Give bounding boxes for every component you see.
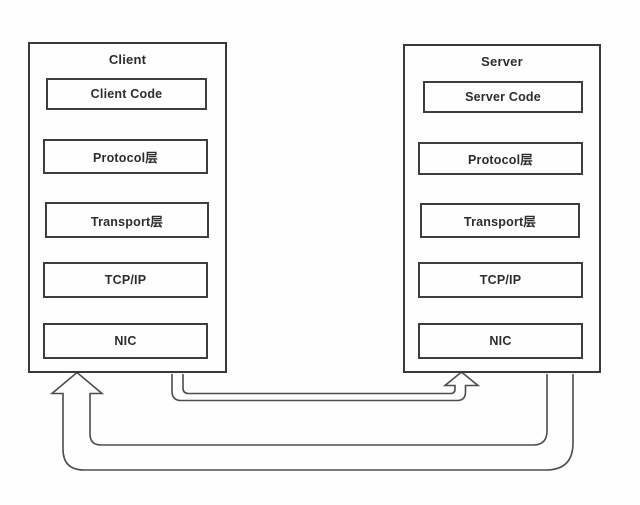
client-layer-protocol: Protocol层 [43,139,208,174]
server-layer-tcpip: TCP/IP [418,262,583,298]
server-layer-transport: Transport层 [420,203,580,238]
client-to-server-arrow [171,370,481,402]
server-layer-protocol: Protocol层 [418,142,583,175]
client-layer-transport: Transport层 [45,202,209,238]
client-layer-tcpip: TCP/IP [43,262,208,298]
client-layer-nic: NIC [43,323,208,359]
client-title: Client [108,52,147,67]
server-layer-nic: NIC [418,323,583,359]
server-to-client-arrow [49,371,574,471]
client-layer-client-code: Client Code [46,78,207,110]
server-layer-server-code: Server Code [423,81,583,113]
server-title: Server [481,54,523,69]
